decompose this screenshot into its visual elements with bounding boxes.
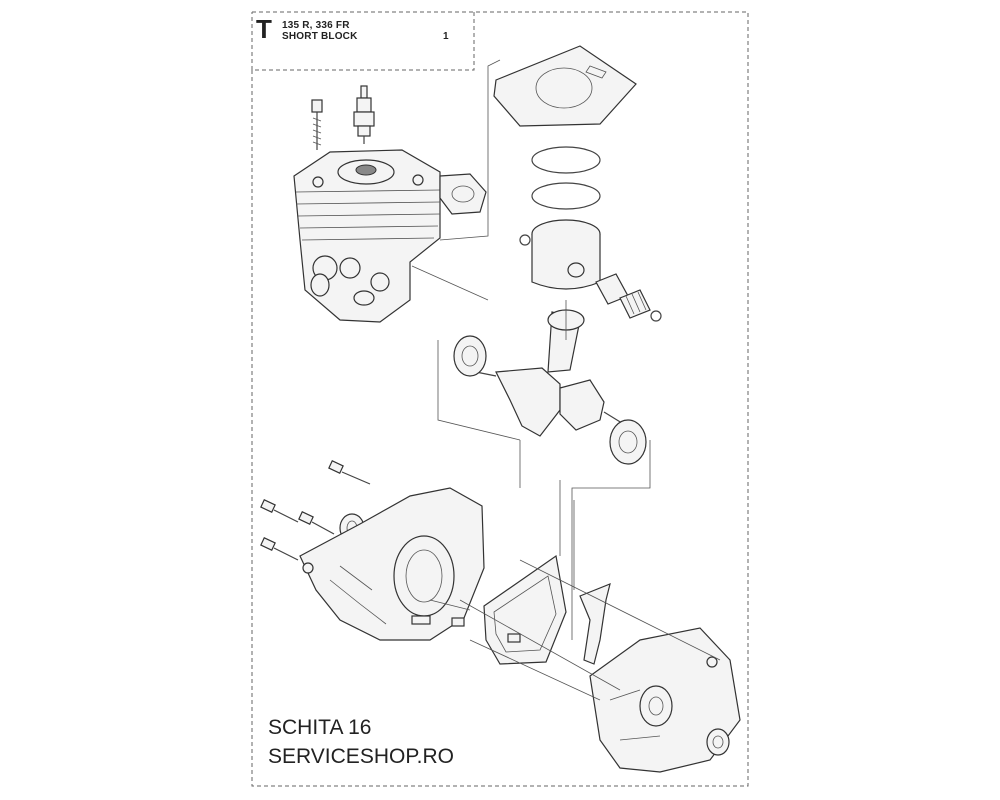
dowel-pin-1 — [451, 617, 465, 627]
piston-ring-upper — [531, 146, 601, 174]
bearing-right — [609, 419, 647, 465]
spark-plug — [353, 85, 375, 144]
oil-seal-right — [706, 728, 730, 756]
circlip-left — [519, 234, 531, 246]
crankshaft-assembly — [475, 309, 631, 437]
crankcase-bolt-mid-left — [260, 499, 299, 523]
guide-line-halves — [559, 300, 575, 590]
alignment-lines — [429, 559, 721, 701]
dowel-pin-2 — [507, 633, 521, 643]
bearing-left — [453, 335, 487, 377]
cylinder — [293, 149, 441, 323]
circlip-right — [650, 310, 662, 322]
crankcase-gasket — [483, 554, 567, 665]
exhaust-gasket — [439, 173, 487, 215]
guide-line-cylinder — [411, 59, 501, 301]
footer-site-label: SERVICESHOP.RO — [268, 745, 454, 768]
crankcase-bolt-mid — [298, 511, 335, 535]
piston-ring-lower — [531, 182, 601, 210]
header-model-line: 135 R, 336 FR — [282, 20, 350, 31]
crankcase-bracket — [579, 583, 611, 665]
guide-line-crank — [437, 340, 651, 640]
crankcase-bolt-lower — [260, 537, 299, 561]
crankcase-right-half — [589, 627, 741, 773]
header-title-line: SHORT BLOCK — [282, 31, 358, 42]
footer-schematic-label: SCHITA 16 — [268, 716, 372, 739]
cylinder-gasket — [493, 45, 637, 127]
crankcase-left-half — [299, 487, 485, 641]
header-section-letter: T — [256, 14, 272, 44]
cylinder-screw — [311, 99, 323, 150]
piston — [531, 219, 601, 290]
crankcase-bolt-top — [328, 460, 371, 485]
needle-bearing — [619, 289, 651, 319]
header-item-number: 1 — [443, 31, 449, 42]
dashed-frame — [251, 11, 749, 787]
